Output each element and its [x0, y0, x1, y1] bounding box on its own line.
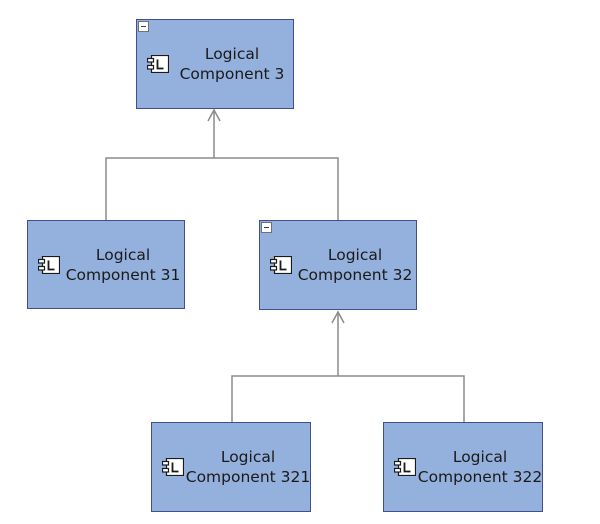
logical-component-icon [394, 458, 416, 476]
component-label-line2: Component 3 [179, 65, 285, 83]
component-node-31[interactable]: Logical Component 31 [27, 220, 185, 309]
connector-lc322-to-lc32[interactable] [338, 375, 465, 422]
arrowhead-lc3 [207, 108, 221, 122]
collapse-toggle[interactable] [138, 21, 149, 32]
connector-lc31-to-lc3[interactable] [105, 110, 215, 220]
connector-lc321-to-lc32[interactable] [231, 312, 339, 422]
collapse-toggle[interactable] [261, 222, 272, 233]
component-label-line1: Logical [95, 245, 151, 264]
logical-component-icon [270, 256, 292, 274]
component-label-line1: Logical [220, 448, 276, 466]
component-label-line2: Component 32 [297, 266, 413, 284]
component-label: Logical Component 321 [186, 423, 311, 511]
component-label-line1: Logical [452, 448, 508, 466]
component-node-322[interactable]: Logical Component 322 [383, 422, 543, 512]
component-label-line2: Component 322 [417, 468, 543, 486]
component-label-line2: Component 321 [185, 468, 311, 486]
arrowhead-lc32 [331, 310, 345, 324]
component-label-line1: Logical [327, 246, 383, 264]
logical-component-icon [162, 458, 184, 476]
component-label-line1: Logical [204, 45, 260, 63]
component-node-321[interactable]: Logical Component 321 [151, 422, 311, 512]
component-label: Logical Component 3 [175, 20, 289, 108]
connector-lc32-to-lc3[interactable] [214, 157, 339, 220]
logical-component-icon [147, 55, 169, 73]
component-label: Logical Component 32 [297, 221, 413, 309]
component-label-line2: Component 31 [65, 265, 181, 284]
component-label: Logical Component 31 [65, 221, 181, 308]
component-node-3[interactable]: Logical Component 3 [136, 19, 294, 109]
logical-component-icon [38, 255, 60, 274]
component-label: Logical Component 322 [418, 423, 543, 511]
component-node-32[interactable]: Logical Component 32 [259, 220, 417, 310]
